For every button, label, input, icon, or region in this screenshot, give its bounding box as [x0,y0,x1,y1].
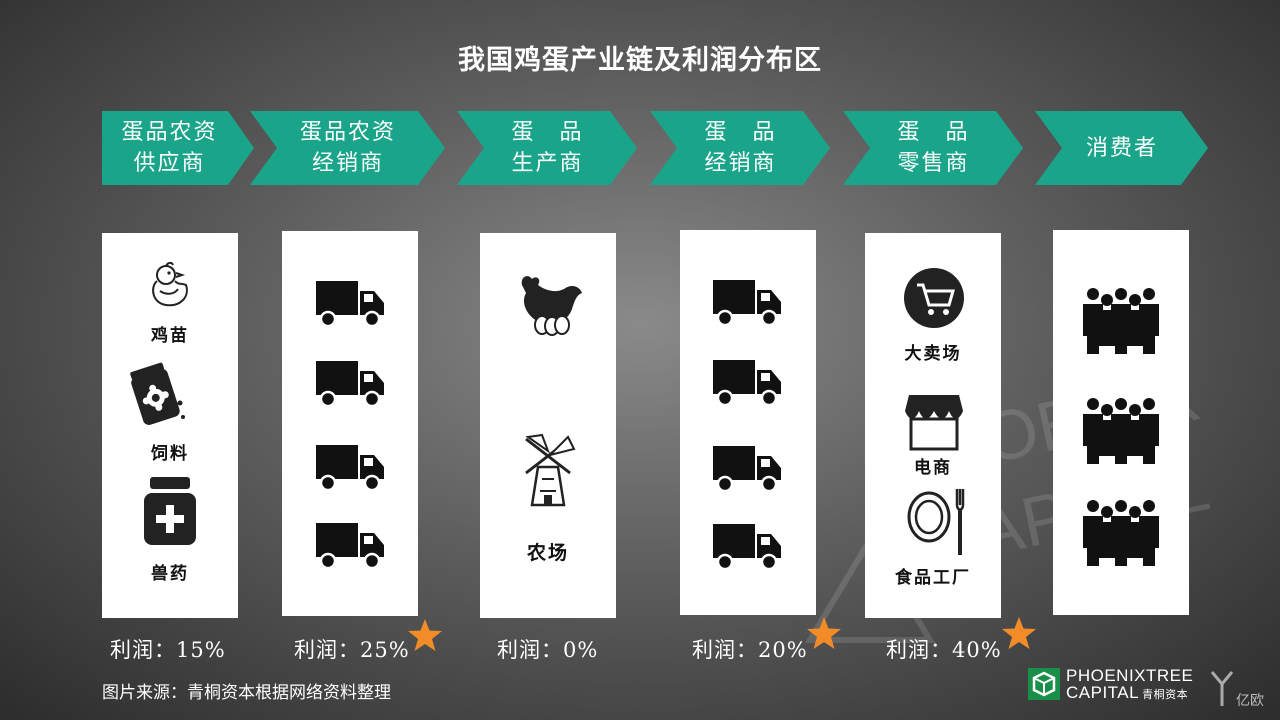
storefront-icon [905,395,963,451]
feed-bag-icon [130,362,185,425]
chain-step-line1: 蛋品农资 [299,120,396,145]
image-source-note: 图片来源：青桐资本根据网络资料整理 [102,683,391,703]
star-icon [807,617,841,649]
chain-step-line1: 蛋 品 [511,120,584,145]
chevron-shape [1035,111,1208,185]
chick-label: 鸡苗 [151,326,189,346]
chain-step-line1: 蛋品农资 [121,120,218,145]
truck-icon [316,445,384,492]
star-icon [408,619,442,651]
chevron-shape [843,111,1023,185]
chevron-shape [650,111,830,185]
people-group-icon [1083,398,1159,464]
chevron-shape [457,111,637,185]
profit-agri-distributor: 利润：25% [294,638,410,662]
profit-egg-distributor: 利润：20% [692,638,808,662]
plate-fork-icon [907,489,965,555]
ecommerce-label: 电商 [914,458,952,478]
chick-icon [152,261,188,307]
card-agri-distributor [282,231,418,616]
chevron-shape [250,111,445,185]
chevron-shape [102,111,254,185]
chain-step-line1: 消费者 [1085,135,1158,161]
card-egg-retailer: 大卖场 电商 食品工厂 [865,233,1001,618]
mall-label: 大卖场 [904,344,962,364]
yiou-watermark: 亿欧 [1210,668,1280,712]
logo-text-line1: PHOENIXTREE [1066,666,1194,685]
page-title: 我国鸡蛋产业链及利润分布区 [458,45,822,76]
chain-step-line2: 供应商 [133,151,206,176]
truck-icon [713,524,781,571]
medicine-bottle-icon [144,477,196,545]
chain-step-egg-producer: 蛋 品生产商 [457,111,637,185]
star-icon [1002,617,1036,649]
chain-step-consumer: 消费者 [1035,111,1208,185]
truck-icon [316,523,384,570]
card-consumer [1053,230,1189,615]
chain-step-agri-distributor: 蛋品农资经销商 [250,111,445,185]
chain-step-line2: 经销商 [704,151,777,176]
logo-mark-icon [1028,668,1060,700]
chain-step-line1: 蛋 品 [704,120,777,145]
chain-step-line2: 经销商 [311,151,384,176]
people-group-icon [1083,288,1159,354]
profit-agri-supplier: 利润：15% [110,638,226,662]
people-group-icon [1083,500,1159,566]
profit-egg-retailer: 利润：40% [886,638,1002,662]
chain-step-egg-retailer: 蛋 品零售商 [843,111,1023,185]
windmill-icon [525,433,576,507]
food-factory-label: 食品工厂 [895,568,971,588]
shopping-cart-icon [904,268,964,328]
truck-icon [316,281,384,328]
feed-label: 饲料 [151,444,189,464]
truck-icon [713,280,781,327]
logo-text-capital: CAPITAL [1066,683,1140,702]
card-egg-distributor [680,230,816,615]
profit-egg-producer: 利润：0% [497,638,599,662]
chain-step-agri-supplier: 蛋品农资供应商 [102,111,254,185]
logo-text-cn: 青桐资本 [1142,689,1189,701]
yiou-logo-icon [1210,671,1234,706]
card-egg-producer: 农场 [480,233,616,618]
vet-medicine-label: 兽药 [151,564,189,584]
truck-icon [713,446,781,493]
hen-with-eggs-icon [521,276,582,336]
chain-step-line2: 生产商 [511,151,584,176]
truck-icon [713,360,781,407]
yiou-brand-text: 亿欧 [1236,693,1264,709]
chain-step-egg-distributor: 蛋 品经销商 [650,111,830,185]
farm-label: 农场 [526,542,569,564]
card-agri-supplier: 鸡苗 饲料 兽药 [102,233,238,618]
chain-step-line2: 零售商 [897,151,970,176]
chain-step-line1: 蛋 品 [897,120,970,145]
truck-icon [316,361,384,408]
